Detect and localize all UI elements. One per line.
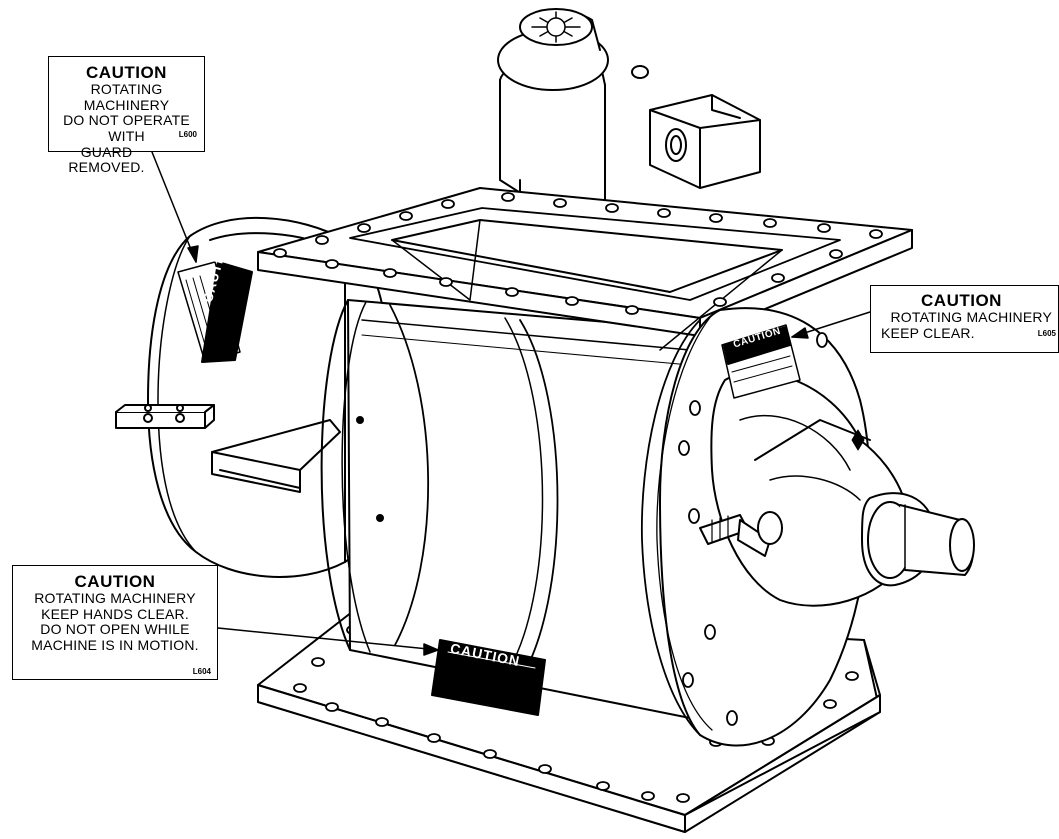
end-plate-decal: [721, 324, 801, 399]
callout-code: L600: [178, 130, 197, 140]
callout-line: MACHINE IS IN MOTION.: [31, 637, 199, 654]
leader-lines: [151, 151, 871, 656]
callout-line: ROTATING MACHINERY: [83, 81, 170, 113]
callout-line: KEEP HANDS CLEAR.: [41, 605, 189, 622]
callout-code: L605: [1037, 329, 1056, 339]
guard-decal: [177, 261, 253, 363]
callout-line: KEEP CLEAR.: [881, 324, 975, 341]
housing: [320, 299, 701, 721]
caution-callout-housing: CAUTION ROTATING MACHINERY KEEP HANDS CL…: [12, 565, 218, 680]
callout-title: CAUTION: [74, 572, 156, 591]
callout-line: DO NOT OPERATE WITH: [63, 112, 190, 145]
caution-callout-guard: CAUTION ROTATING MACHINERY DO NOT OPERAT…: [48, 56, 205, 175]
end-plate: [640, 307, 975, 747]
callout-title: CAUTION: [921, 291, 1002, 310]
housing-decal: [431, 639, 546, 716]
callout-title: CAUTION: [86, 63, 167, 82]
callout-code: L604: [192, 667, 211, 677]
callout-line: GUARD REMOVED.: [68, 143, 145, 176]
callout-line: DO NOT OPEN WHILE: [40, 621, 190, 638]
caution-callout-end-plate: CAUTION ROTATING MACHINERY KEEP CLEAR. L…: [870, 285, 1059, 353]
callout-line: ROTATING MACHINERY: [34, 590, 196, 607]
callout-line: ROTATING MACHINERY: [890, 309, 1052, 326]
